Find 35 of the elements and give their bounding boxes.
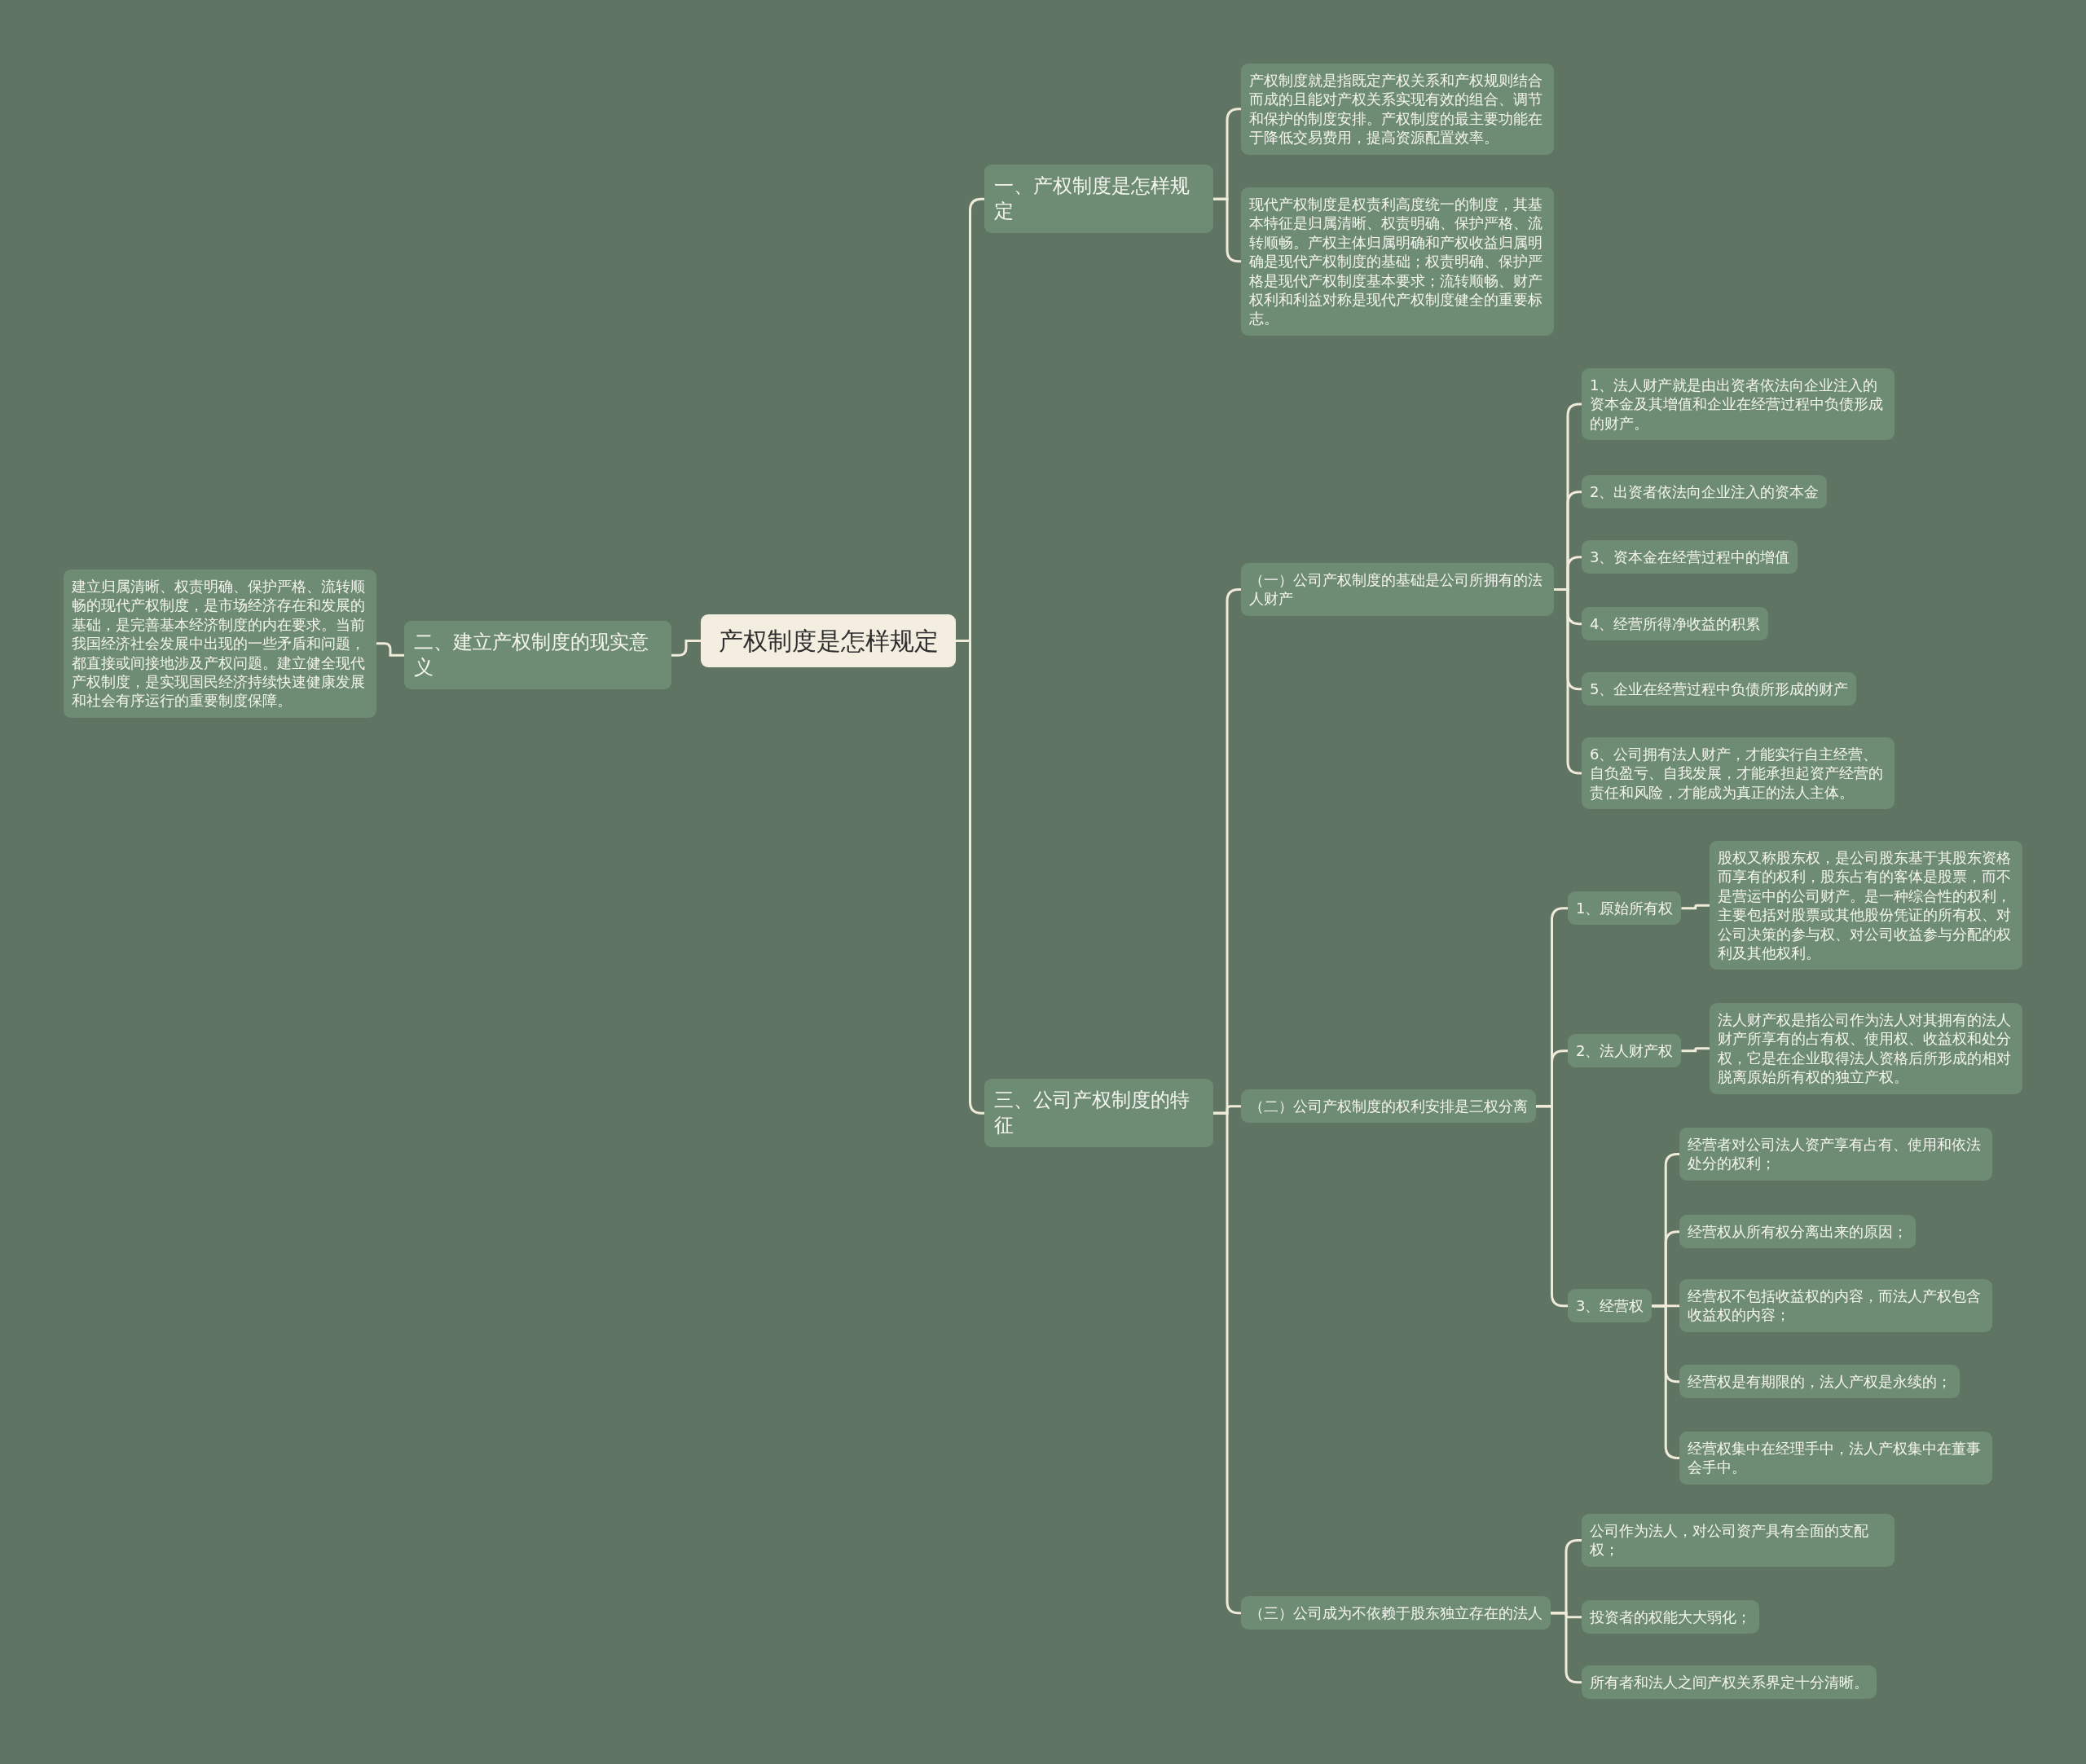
subtopic-box: 2、法人财产权: [1568, 1034, 1682, 1068]
subtopic-box: 3、经营权: [1568, 1289, 1653, 1323]
subtopic-box: 6、公司拥有法人财产，才能实行自主经营、自负盈亏、自我发展，才能承担起资产经营的责任和风险，才能成为真正的法人主体。: [1582, 737, 1895, 810]
subtopic-box: 公司作为法人，对公司资产具有全面的支配权；: [1582, 1514, 1895, 1567]
subtopic-box: 1、原始所有权: [1568, 891, 1682, 926]
topic-box: 一、产权制度是怎样规定: [984, 165, 1213, 234]
subtopic-box: 1、法人财产就是由出资者依法向企业注入的资本金及其增值和企业在经营过程中负债形成的财产。: [1582, 368, 1895, 441]
topic-box: 三、公司产权制度的特征: [984, 1079, 1213, 1148]
subtopic-box: 经营权不包括收益权的内容，而法人产权包含收益权的内容；: [1679, 1279, 1992, 1332]
subtopic-box: 经营权是有期限的，法人产权是永续的；: [1679, 1365, 1960, 1399]
connector-line: [376, 642, 404, 657]
subtopic-box: 现代产权制度是权责利高度统一的制度，其基本特征是归属清晰、权责明确、保护严格、流转顺畅。产权主体归属明确和产权收益归属明确是现代产权制度的基础；权责明确、保护严格是现代产权制度基本要求；流转顺畅、财产权利和利益对称是现代产权制度健全的重要标志。: [1241, 187, 1554, 336]
connector-line: [1681, 1047, 1710, 1053]
subtopic-box: 法人财产权是指公司作为法人对其拥有的法人财产所享有的占有权、使用权、收益权和处分权，它是在企业取得法人资格后所形成的相对脱离原始所有权的独立产权。: [1710, 1003, 2022, 1094]
connector-line: [1551, 1612, 1582, 1684]
connector-line: [1681, 904, 1710, 910]
central-topic-box: 产权制度是怎样规定: [701, 614, 956, 667]
subtopic-box: 经营者对公司法人资产享有占有、使用和依法处分的权利；: [1679, 1128, 1992, 1181]
subtopic-box: （三）公司成为不依赖于股东独立存在的法人: [1241, 1596, 1551, 1630]
subtopic-box: 2、出资者依法向企业注入的资本金: [1582, 475, 1828, 509]
subtopic-box: 建立归属清晰、权责明确、保护严格、流转顺畅的现代产权制度，是市场经济存在和发展的基础，是完善基本经济制度的内在要求。当前我国经济社会发展中出现的一些矛盾和问题，都直接或间接地涉及产权问题。建立健全现代产权制度，是实现国民经济持续快速健康发展和社会有序运行的重要制度保障。: [64, 570, 376, 718]
subtopic-box: 4、经营所得净收益的积累: [1582, 607, 1769, 641]
subtopic-box: 投资者的权能大大弱化；: [1582, 1600, 1759, 1634]
subtopic-box: 所有者和法人之间产权关系界定十分清晰。: [1582, 1665, 1877, 1700]
subtopic-box: 经营权从所有权分离出来的原因；: [1679, 1215, 1916, 1249]
subtopic-box: 产权制度就是指既定产权关系和产权规则结合而成的且能对产权关系实现有效的组合、调节和保护的制度安排。产权制度的最主要功能在于降低交易费用，提高资源配置效率。: [1241, 64, 1554, 155]
subtopic-box: 股权又称股东权，是公司股东基于其股东资格而享有的权利，股东占有的客体是股票，而不是营运中的公司财产。是一种综合性的权利，主要包括对股票或其他股份凭证的所有权、对公司决策的参与权、对公司收益参与分配的权利及其他权利。: [1710, 841, 2022, 970]
topic-box: 二、建立产权制度的现实意义: [404, 621, 671, 690]
subtopic-box: （一）公司产权制度的基础是公司所拥有的法人财产: [1241, 563, 1554, 616]
subtopic-box: （二）公司产权制度的权利安排是三权分离: [1241, 1089, 1536, 1124]
connector-line: [671, 640, 701, 657]
subtopic-box: 5、企业在经营过程中负债所形成的财产: [1582, 672, 1857, 706]
subtopic-box: 经营权集中在经理手中，法人产权集中在董事会手中。: [1679, 1432, 1992, 1485]
subtopic-box: 3、资本金在经营过程中的增值: [1582, 540, 1798, 574]
connector-line: [1652, 1304, 1679, 1459]
